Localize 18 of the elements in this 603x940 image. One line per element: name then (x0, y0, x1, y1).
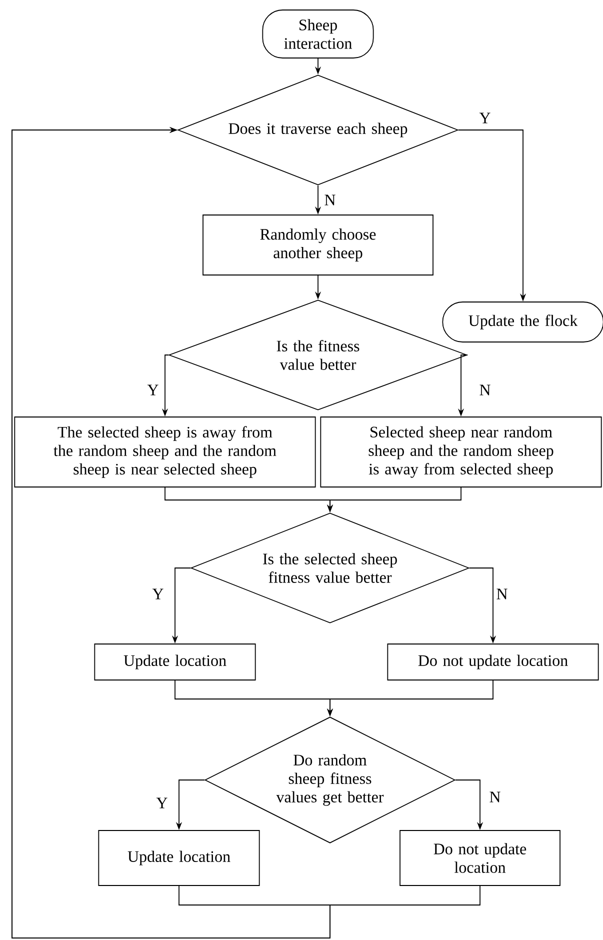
edge-label: Y (147, 384, 158, 396)
terminal-box: Sheep interaction (262, 10, 374, 58)
edge-label: N (496, 588, 508, 600)
edge-label: N (324, 194, 336, 206)
edge-label: Y (156, 798, 168, 808)
edge-label: Y (152, 588, 164, 600)
arrow (12, 126, 480, 938)
edge-label: N (490, 792, 500, 802)
edge-label: Y (479, 112, 490, 124)
terminal-box: Update the flock (442, 302, 603, 342)
process-box: Do not update location (400, 830, 560, 886)
process-box: Selected sheep near random sheep and the random sheep is away from selected sheep (320, 416, 602, 488)
process-box: The selected sheep is away from the random sheep and the random sheep is near selected sheep (14, 416, 316, 488)
edge-label: N (480, 384, 490, 396)
process-box: Update location (98, 830, 260, 886)
process-box: Randomly choose another sheep (202, 214, 434, 276)
process-box: Do not update location (387, 644, 599, 680)
process-box: Update location (94, 644, 256, 680)
